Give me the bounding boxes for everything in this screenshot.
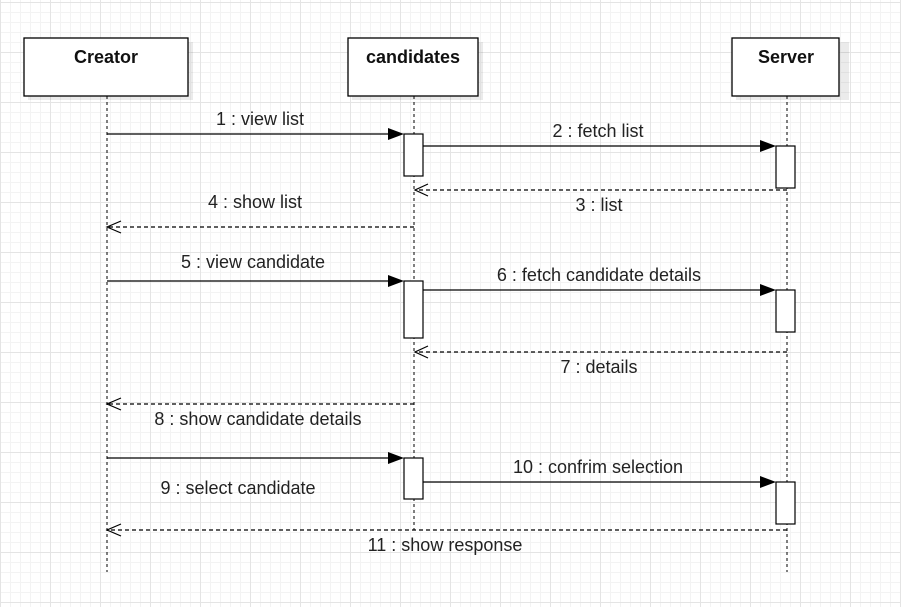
- filled-arrowhead-icon: [760, 140, 776, 152]
- open-arrowhead-icon: [105, 220, 122, 234]
- message-5[interactable]: 5 : view candidate: [107, 252, 404, 287]
- message-label: 10 : confrim selection: [513, 457, 683, 477]
- message-label: 8 : show candidate details: [154, 409, 361, 429]
- filled-arrowhead-icon: [760, 476, 776, 488]
- lifeline-title: Server: [758, 47, 814, 67]
- open-arrowhead-icon: [413, 345, 429, 359]
- message-label: 3 : list: [575, 195, 622, 215]
- activation-bar-server-1[interactable]: [775, 145, 796, 189]
- message-7[interactable]: 7 : details: [413, 345, 787, 377]
- message-11[interactable]: 11 : show response: [105, 523, 787, 555]
- message-label: 2 : fetch list: [552, 121, 643, 141]
- activation-bar-server-2[interactable]: [775, 289, 796, 333]
- message-4[interactable]: 4 : show list: [105, 192, 414, 234]
- filled-arrowhead-icon: [760, 284, 776, 296]
- message-1[interactable]: 1 : view list: [107, 109, 404, 140]
- lifeline-candidates[interactable]: candidates: [347, 37, 483, 530]
- message-8[interactable]: 8 : show candidate details: [105, 397, 414, 429]
- message-label: 11 : show response: [368, 535, 523, 555]
- message-label: 4 : show list: [208, 192, 302, 212]
- message-label: 9 : select candidate: [160, 478, 315, 498]
- filled-arrowhead-icon: [388, 275, 404, 287]
- activation-bar-candidates-2[interactable]: [403, 280, 424, 339]
- message-label: 1 : view list: [216, 109, 304, 129]
- open-arrowhead-icon: [413, 183, 429, 197]
- open-arrowhead-icon: [105, 397, 122, 411]
- lifeline-header[interactable]: [23, 37, 189, 97]
- activation-bar-server-3[interactable]: [775, 481, 796, 525]
- message-label: 5 : view candidate: [181, 252, 325, 272]
- lifeline-header[interactable]: [731, 37, 840, 97]
- lifeline-title: Creator: [74, 47, 138, 67]
- message-3[interactable]: 3 : list: [413, 183, 787, 215]
- activation-bar-candidates-1[interactable]: [403, 133, 424, 177]
- message-label: 6 : fetch candidate details: [497, 265, 701, 285]
- lifeline-title: candidates: [366, 47, 460, 67]
- message-label: 7 : details: [560, 357, 637, 377]
- message-9[interactable]: 9 : select candidate: [107, 452, 404, 498]
- open-arrowhead-icon: [105, 523, 122, 537]
- message-6[interactable]: 6 : fetch candidate details: [423, 265, 776, 296]
- lifeline-creator[interactable]: Creator: [23, 37, 193, 572]
- message-10[interactable]: 10 : confrim selection: [423, 457, 776, 488]
- message-2[interactable]: 2 : fetch list: [423, 121, 776, 152]
- lifeline-header[interactable]: [347, 37, 479, 97]
- filled-arrowhead-icon: [388, 128, 404, 140]
- activation-bar-candidates-3[interactable]: [403, 457, 424, 500]
- filled-arrowhead-icon: [388, 452, 404, 464]
